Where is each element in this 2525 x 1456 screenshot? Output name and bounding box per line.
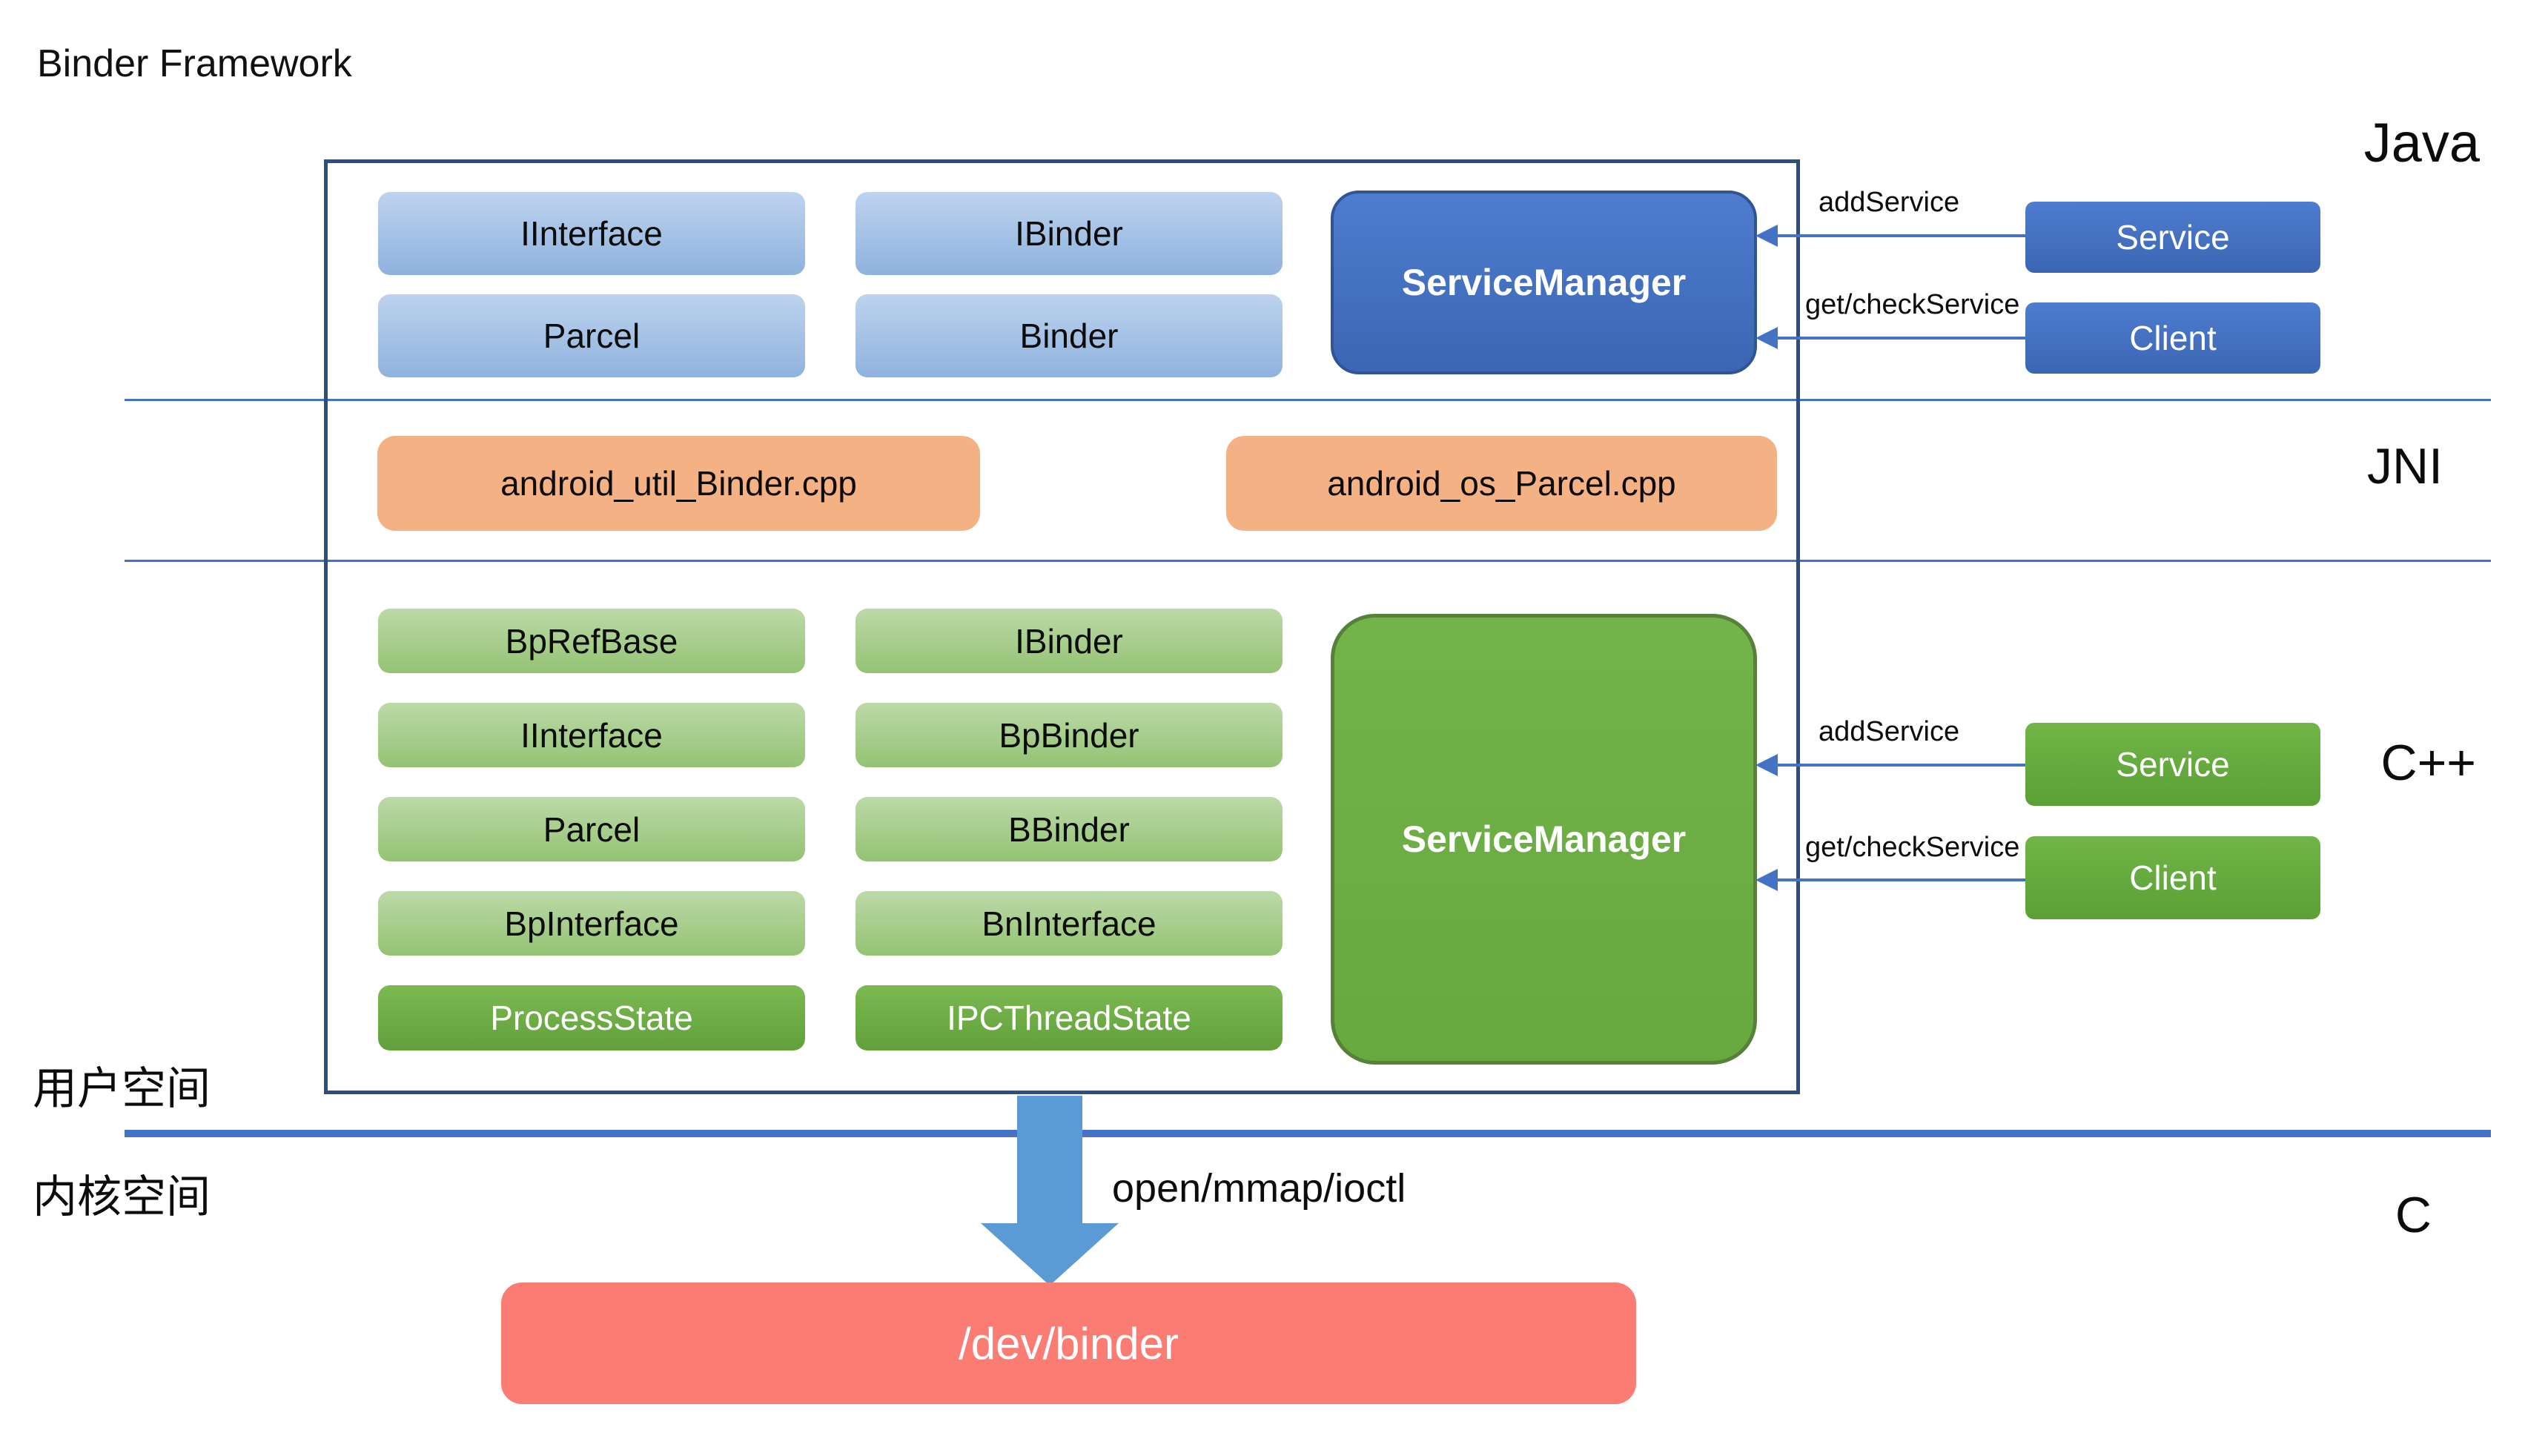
java-service: Service bbox=[2025, 202, 2320, 273]
cpp-block-bninterface-label: BnInterface bbox=[982, 904, 1156, 943]
cpp-block-ibinder: IBinder bbox=[856, 609, 1283, 673]
cpp-addservice-label: addService bbox=[1819, 716, 1960, 747]
cpp-block-iinterface: IInterface bbox=[378, 703, 805, 767]
java-block-ibinder: IBinder bbox=[856, 192, 1283, 275]
tier-label-c: C bbox=[2395, 1187, 2432, 1243]
framework-frame bbox=[324, 159, 1800, 1094]
jni-block-android-os-parcel: android_os_Parcel.cpp bbox=[1226, 436, 1777, 531]
cpp-block-bpinterface-label: BpInterface bbox=[504, 904, 679, 943]
dev-binder-label: /dev/binder bbox=[959, 1318, 1179, 1369]
java-addservice-arrowhead-icon bbox=[1755, 225, 1778, 247]
cpp-block-bprefbase: BpRefBase bbox=[378, 609, 805, 673]
java-block-parcel-label: Parcel bbox=[543, 317, 641, 355]
cpp-client: Client bbox=[2025, 836, 2320, 919]
java-block-iinterface-label: IInterface bbox=[520, 214, 663, 253]
cpp-client-label: Client bbox=[2129, 858, 2217, 897]
cpp-block-ipcthreadstate: IPCThreadState bbox=[856, 985, 1283, 1050]
cpp-service-manager: ServiceManager bbox=[1331, 614, 1757, 1065]
jni-block-android-os-parcel-label: android_os_Parcel.cpp bbox=[1327, 464, 1676, 503]
cpp-block-bprefbase-label: BpRefBase bbox=[505, 621, 678, 661]
cpp-getservice-label: get/checkService bbox=[1805, 832, 2020, 863]
down-arrow-head-icon bbox=[981, 1223, 1119, 1285]
cpp-block-bbinder: BBinder bbox=[856, 797, 1283, 861]
java-getservice-arrow-line bbox=[1776, 337, 2025, 340]
java-getservice-label: get/checkService bbox=[1805, 289, 2020, 320]
tier-label-java: Java bbox=[2363, 112, 2480, 173]
down-arrow-shaft-icon bbox=[1017, 1096, 1082, 1226]
java-block-parcel: Parcel bbox=[378, 294, 805, 377]
cpp-block-bpinterface: BpInterface bbox=[378, 891, 805, 956]
tier-label-jni: JNI bbox=[2367, 438, 2443, 494]
java-service-manager-label: ServiceManager bbox=[1401, 262, 1687, 303]
cpp-block-parcel-label: Parcel bbox=[543, 810, 641, 849]
cpp-block-parcel: Parcel bbox=[378, 797, 805, 861]
cpp-service-label: Service bbox=[2116, 745, 2230, 784]
java-addservice-arrow-line bbox=[1776, 234, 2025, 237]
java-service-manager: ServiceManager bbox=[1331, 191, 1757, 374]
cpp-service-manager-label: ServiceManager bbox=[1401, 818, 1687, 860]
cpp-block-bpbinder: BpBinder bbox=[856, 703, 1283, 767]
cpp-addservice-arrowhead-icon bbox=[1755, 754, 1778, 776]
cpp-block-bpbinder-label: BpBinder bbox=[999, 715, 1139, 755]
cpp-block-processstate-label: ProcessState bbox=[490, 999, 693, 1037]
cpp-block-iinterface-label: IInterface bbox=[520, 715, 663, 755]
java-service-label: Service bbox=[2116, 218, 2230, 257]
kernel-space-label: 内核空间 bbox=[33, 1172, 211, 1222]
java-client: Client bbox=[2025, 302, 2320, 374]
syscall-label: open/mmap/ioctl bbox=[1112, 1166, 1406, 1211]
cpp-getservice-arrow-line bbox=[1776, 878, 2025, 881]
java-block-binder-label: Binder bbox=[1019, 317, 1119, 355]
divider-java-jni bbox=[125, 399, 2491, 401]
java-addservice-label: addService bbox=[1819, 187, 1960, 218]
tier-label-cpp: C++ bbox=[2380, 735, 2476, 791]
java-block-ibinder-label: IBinder bbox=[1015, 214, 1123, 253]
java-getservice-arrowhead-icon bbox=[1755, 327, 1778, 349]
cpp-block-processstate: ProcessState bbox=[378, 985, 805, 1050]
jni-block-android-util-binder: android_util_Binder.cpp bbox=[377, 436, 980, 531]
cpp-block-bninterface: BnInterface bbox=[856, 891, 1283, 956]
cpp-getservice-arrowhead-icon bbox=[1755, 869, 1778, 891]
cpp-addservice-arrow-line bbox=[1776, 764, 2025, 767]
divider-user-kernel bbox=[125, 1130, 2491, 1137]
java-block-binder: Binder bbox=[856, 294, 1283, 377]
divider-jni-cpp bbox=[125, 560, 2491, 562]
cpp-block-bbinder-label: BBinder bbox=[1008, 810, 1130, 849]
cpp-block-ibinder-label: IBinder bbox=[1015, 621, 1123, 661]
jni-block-android-util-binder-label: android_util_Binder.cpp bbox=[500, 464, 857, 503]
java-client-label: Client bbox=[2129, 319, 2217, 357]
user-space-label: 用户空间 bbox=[33, 1064, 211, 1113]
cpp-block-ipcthreadstate-label: IPCThreadState bbox=[947, 999, 1191, 1037]
page-title: Binder Framework bbox=[37, 42, 352, 85]
dev-binder-block: /dev/binder bbox=[501, 1283, 1636, 1404]
cpp-service: Service bbox=[2025, 723, 2320, 806]
java-block-iinterface: IInterface bbox=[378, 192, 805, 275]
